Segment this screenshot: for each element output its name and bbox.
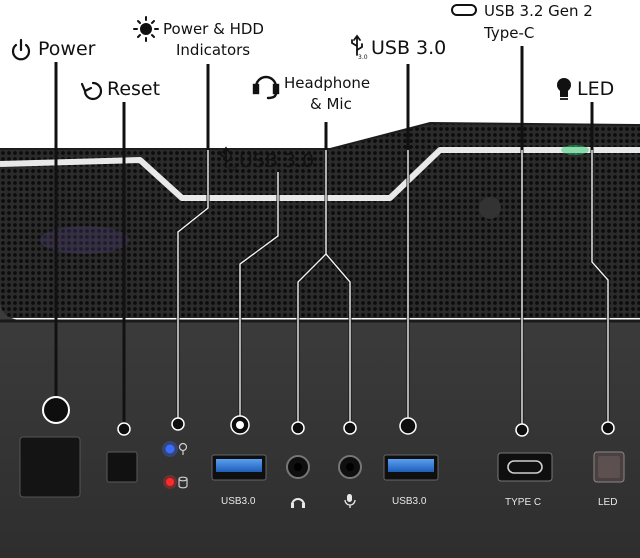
accent-stripe: [0, 147, 640, 201]
label-power-hdd: Power & HDD: [163, 20, 264, 38]
headphone-port-icon-r: [302, 503, 305, 508]
usb-c-receptacle: [507, 460, 543, 474]
usb-c-port[interactable]: [497, 452, 553, 482]
usb-c-icon: [451, 4, 477, 16]
label-and-mic: & Mic: [310, 95, 352, 113]
reset-icon: [80, 81, 103, 101]
port-label-usb3-right: USB3.0: [392, 496, 427, 507]
power-icon: [11, 38, 31, 61]
headphone-port-icon-l: [291, 503, 294, 508]
usb-icon: [351, 34, 363, 56]
led-button-face: [598, 456, 620, 478]
label-usb32: USB 3.2 Gen 2: [484, 2, 593, 20]
port-label-type-c: TYPE C: [505, 497, 542, 508]
headphone-icon: [252, 75, 280, 100]
usb3-tongue-left: [216, 459, 262, 472]
usb-icon-version: 3.0: [358, 54, 368, 61]
mic-jack-hole: [346, 463, 354, 471]
usb3-tongue-right: [388, 459, 434, 472]
leader-dots: [42, 396, 615, 437]
label-headphone: Headphone: [284, 74, 371, 92]
led-status-icons: [178, 442, 188, 489]
headphone-jack-hole: [294, 463, 302, 471]
port-label-led: LED: [598, 497, 618, 508]
label-power: Power: [38, 38, 96, 60]
sun-icon: [133, 16, 159, 42]
mic-port-icon-stand: [344, 499, 356, 508]
label-usb-left: USB 3.0: [239, 150, 315, 172]
usb-icon: [220, 146, 232, 168]
port-label-usb3-left: USB3.0: [221, 496, 256, 507]
mesh-fan-hub: [479, 197, 501, 219]
leader-lines-highlight: [177, 150, 609, 428]
reset-button[interactable]: [106, 451, 138, 483]
power-button[interactable]: [19, 436, 81, 498]
label-led: LED: [577, 78, 615, 100]
usb-icon-version: 3.0: [227, 166, 237, 173]
label-reset: Reset: [107, 78, 161, 100]
power-led: [165, 444, 175, 454]
mesh-grille: [0, 124, 640, 318]
label-type-c: Type-C: [484, 24, 535, 42]
hdd-led-glow: [163, 475, 177, 489]
mesh-glow: [40, 226, 130, 254]
hdd-led: [166, 478, 174, 486]
front-panel: [0, 300, 640, 558]
power-led-glow: [162, 441, 178, 457]
mic-port-icon: [347, 494, 352, 502]
bulb-icon: [557, 78, 571, 100]
label-usb-right: USB 3.0: [371, 37, 447, 59]
label-indicators: Indicators: [176, 41, 251, 59]
mesh-glow: [561, 145, 589, 155]
